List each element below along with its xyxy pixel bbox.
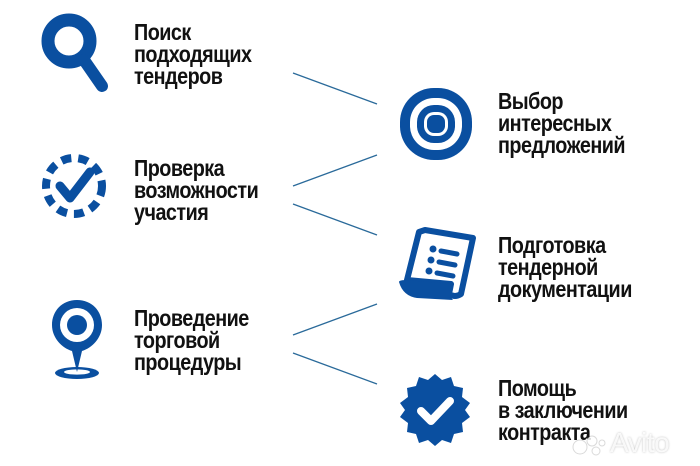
step-label-search: Поиск подходящих тендеров <box>134 19 252 89</box>
step-label-select: Выбор интересных предложений <box>498 88 626 158</box>
connector-line <box>292 154 378 187</box>
connector-line <box>292 352 378 385</box>
avito-logo-icon <box>572 435 606 456</box>
avito-watermark: Avito <box>572 427 670 459</box>
connector-line <box>292 72 378 105</box>
dashed-circle-check-icon <box>40 152 108 225</box>
step-label-contract: Помощь в заключении контракта <box>498 375 628 445</box>
document-list-icon <box>395 224 479 305</box>
badge-check-icon <box>397 372 473 453</box>
step-label-documentation: Подготовка тендерной документации <box>498 232 632 302</box>
target-icon <box>396 84 476 169</box>
search-icon <box>40 12 112 99</box>
step-label-procedure: Проведение торговой процедуры <box>134 305 249 375</box>
map-pin-icon <box>50 298 106 389</box>
connector-line <box>292 303 378 336</box>
connector-line <box>292 203 378 236</box>
step-label-check: Проверка возможности участия <box>134 155 259 225</box>
avito-watermark-text: Avito <box>610 427 670 458</box>
